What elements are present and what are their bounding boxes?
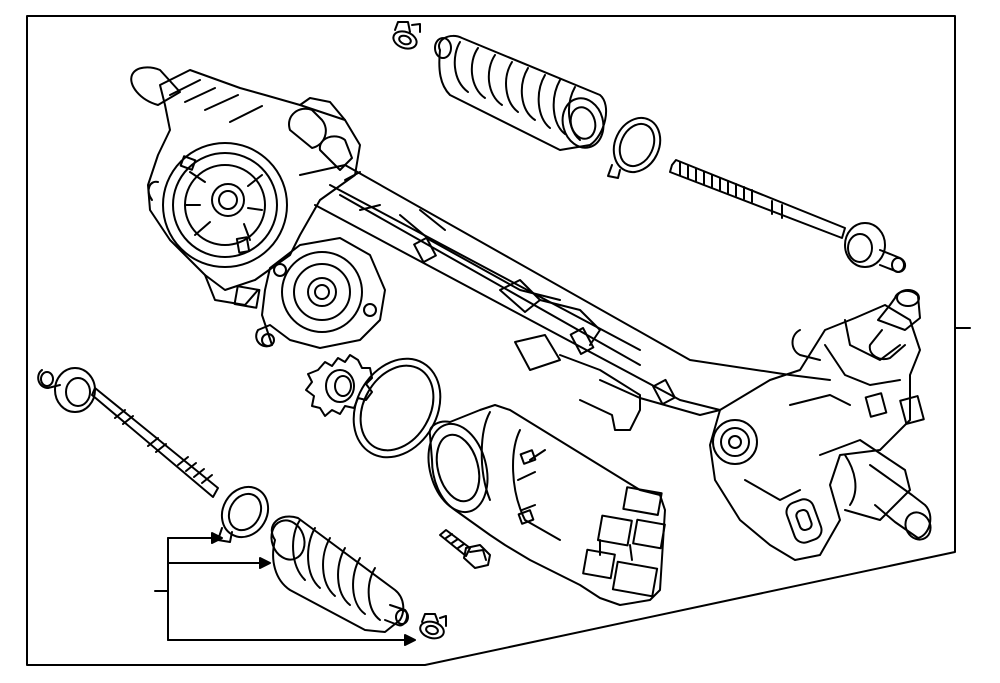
o-ring-seal (352, 357, 442, 459)
upper-small-clip (392, 21, 421, 50)
housing-flange-outer (162, 142, 288, 268)
lower-boot-clamp (217, 485, 270, 543)
lower-small-clip (419, 613, 447, 640)
upper-boot (434, 34, 608, 151)
diagram-panel-border (26, 15, 956, 666)
lower-boot (270, 515, 409, 633)
mounting-bolt (439, 529, 491, 569)
steering-gear-housing (130, 66, 932, 561)
upper-boot-clamp (607, 116, 662, 179)
lower-inner-tie-rod (37, 367, 219, 498)
drive-gear (305, 354, 373, 417)
assist-motor (427, 404, 666, 606)
upper-inner-tie-rod (669, 159, 906, 273)
leader-lines-left (154, 532, 416, 646)
